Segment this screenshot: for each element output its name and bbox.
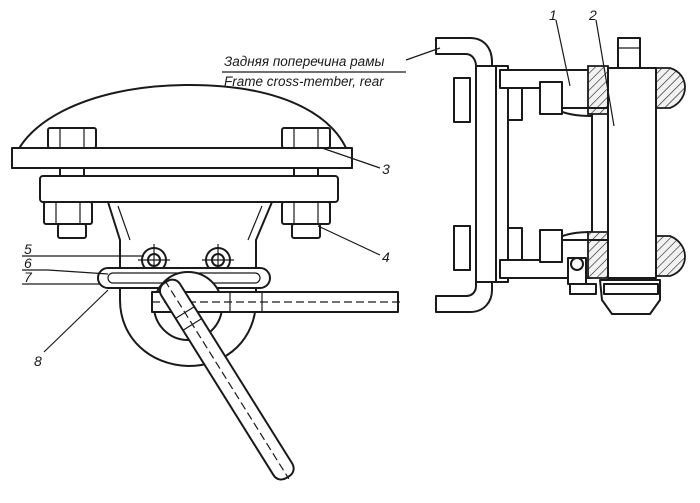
bolt-head-top-left [47,127,97,149]
top-stud [617,37,641,69]
callout-4: 4 [382,249,390,265]
nut-bottom-left [43,201,93,225]
upper-plate [11,147,353,169]
coupling-pin [151,291,400,313]
nut-bottom-right [281,201,331,225]
callout-5: 5 [24,241,32,257]
caption-en: Frame cross-member, rear [224,74,384,89]
callout-6: 6 [24,255,32,271]
lower-plate [39,175,339,203]
left-view [11,83,400,481]
right-view [222,19,686,315]
jaw-body [607,67,657,279]
pin-handle-inclined [158,278,295,481]
caption-ru: Задняя поперечина рамы [224,54,384,69]
bolt-head-top-right [281,127,331,149]
callout-8: 8 [34,353,42,369]
section-hatch-bottom [587,231,609,279]
callout-1: 1 [549,7,557,23]
callout-2: 2 [588,7,597,23]
callout-7: 7 [24,269,33,285]
callout-3: 3 [382,161,390,177]
